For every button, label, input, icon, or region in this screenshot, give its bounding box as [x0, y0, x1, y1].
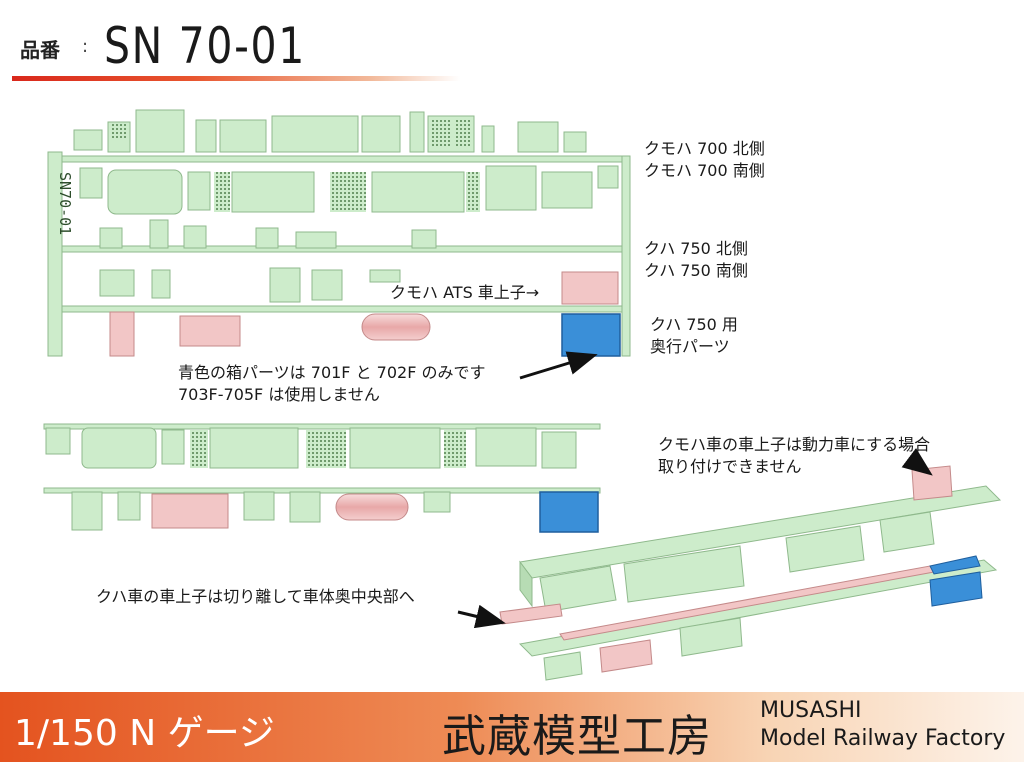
- label-motor-note-2: 取り付けできません: [658, 457, 802, 476]
- label-kuha-note: クハ車の車上子は切り離して車体奥中央部へ: [96, 587, 415, 606]
- vent-grill: [444, 430, 466, 468]
- vent-grill: [430, 118, 450, 148]
- label-kumoha-south: クモハ 700 南側: [644, 161, 765, 180]
- arrow-kuha-pickup: [457, 604, 506, 629]
- label-blue-note-2: 703F-705F は使用しません: [178, 385, 380, 404]
- vent-grill: [214, 172, 230, 212]
- vent-grill: [466, 172, 480, 212]
- perspective-kumoha: [519, 465, 1002, 613]
- label-blue-note-1: 青色の箱パーツは 701F と 702F のみです: [178, 363, 486, 382]
- footer-banner: 1/150 N ゲージ 武蔵模型工房 MUSASHI Model Railway…: [0, 692, 1024, 762]
- vent-grill: [110, 124, 128, 138]
- label-kuha-south: クハ 750 南側: [644, 261, 748, 280]
- product-number-separator: :: [82, 36, 89, 57]
- label-ats-pickup: クモハ ATS 車上子→: [390, 283, 540, 302]
- vent-grill: [190, 430, 208, 468]
- label-kuha-rear-2: 奥行パーツ: [650, 337, 730, 356]
- header: 品番 : SN 70-01: [0, 0, 1024, 90]
- perspective-kuha: [499, 555, 998, 681]
- row3-parts: [99, 267, 401, 303]
- product-number-label: 品番: [20, 38, 60, 62]
- brand-name-en-1: MUSASHI: [760, 698, 862, 723]
- blue-box-part: [561, 313, 621, 357]
- label-motor-note-1: クモハ車の車上子は動力車にする場合: [658, 435, 931, 454]
- top-row-parts: [107, 109, 587, 153]
- vent-grill: [454, 118, 472, 148]
- assembled-row-lower: [43, 487, 601, 533]
- kumoha-ats-pickup-part: [561, 271, 619, 305]
- row4-parts: [109, 311, 241, 357]
- vent-grill: [306, 430, 346, 468]
- sprue-label: SN70-01: [56, 172, 74, 235]
- label-kuha-north: クハ 750 北側: [644, 239, 748, 258]
- header-underline: [12, 76, 460, 81]
- brand-name-en-2: Model Railway Factory: [760, 726, 1006, 751]
- label-kumoha-north: クモハ 700 北側: [644, 139, 765, 158]
- arrow-motor-pickup: [901, 448, 933, 476]
- row2-parts: [99, 219, 437, 249]
- brand-name-jp: 武蔵模型工房: [442, 711, 712, 762]
- sprue-frame: [47, 129, 631, 357]
- arrow-blue-box: [519, 351, 598, 380]
- scale-label: 1/150 N ゲージ: [14, 713, 275, 754]
- product-code: SN 70-01: [104, 17, 306, 75]
- air-tank-part: [361, 313, 431, 341]
- row1-underfloor-parts: [79, 165, 619, 215]
- assembled-row-upper: [43, 423, 601, 469]
- vent-grill: [330, 172, 366, 212]
- label-kuha-rear-1: クハ 750 用: [650, 315, 738, 334]
